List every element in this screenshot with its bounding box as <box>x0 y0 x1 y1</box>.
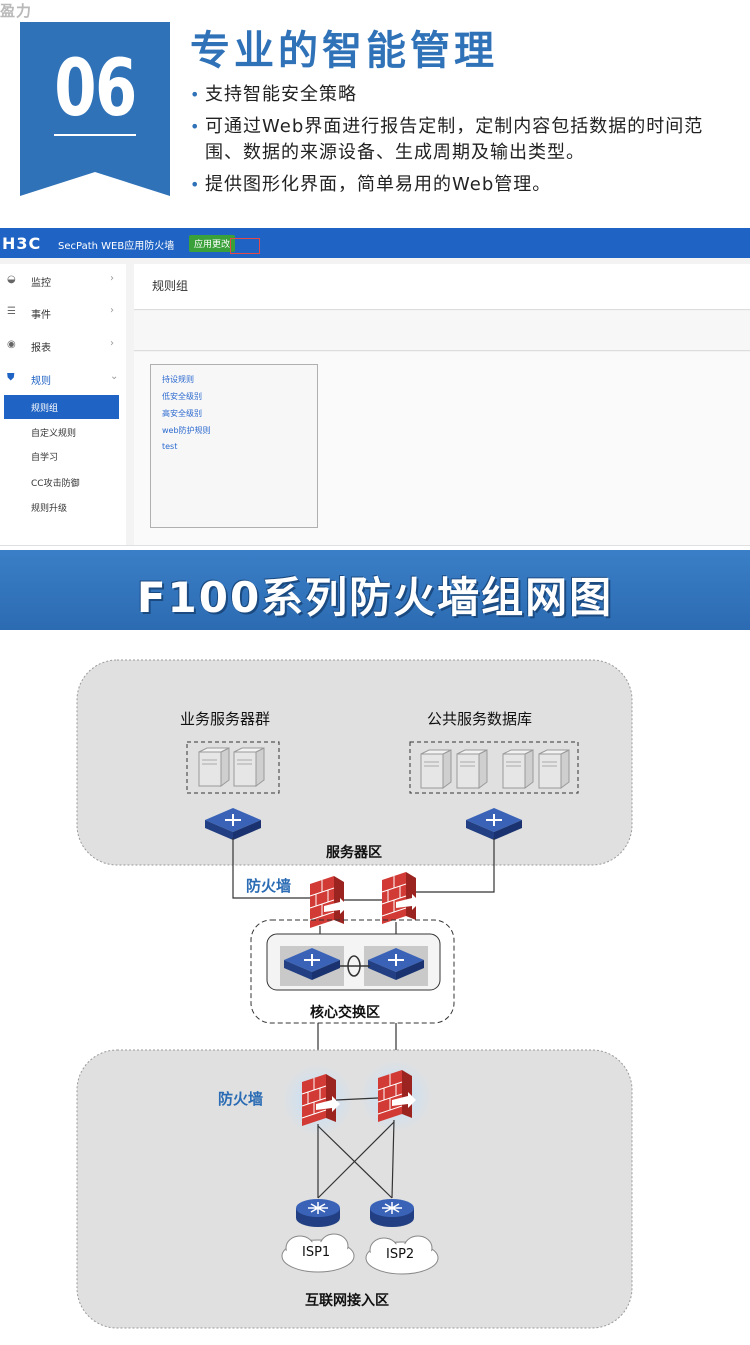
label-server-zone: 服务器区 <box>326 845 382 861</box>
dashboard-icon: ◒ <box>7 274 16 285</box>
sidebar-item-events[interactable]: ☰ 事件 › <box>7 305 114 321</box>
feature-item: 支持智能安全策略 <box>190 82 730 108</box>
label-public-db: 公共服务数据库 <box>427 710 533 728</box>
network-diagram-graphic <box>76 659 633 1329</box>
app-screenshot: H3C SecPath WEB应用防火墙 应用更改 ◒ 监控 › ☰ 事件 › … <box>0 228 750 546</box>
submenu-item-rule-group[interactable]: 规则组 <box>4 395 119 419</box>
app-topbar: H3C SecPath WEB应用防火墙 应用更改 <box>0 228 750 258</box>
product-name: SecPath WEB应用防火墙 <box>58 241 175 252</box>
watermark: 盈力 <box>0 2 33 20</box>
sidebar: ◒ 监控 › ☰ 事件 › ◉ 报表 › ⛊ 规则 ⌄ 规则组 自定义规则 自学… <box>0 264 126 545</box>
feature-list: 支持智能安全策略 可通过Web界面进行报告定制，定制内容包括数据的时间范围、数据… <box>190 82 730 204</box>
chevron-right-icon: › <box>110 273 114 284</box>
chevron-down-icon: ⌄ <box>110 371 119 382</box>
network-diagram: 业务服务器群 公共服务数据库 服务器区 防火墙 核心交换区 防火墙 ISP1 I… <box>0 630 750 1341</box>
sidebar-item-monitor[interactable]: ◒ 监控 › <box>7 273 114 289</box>
content-toolbar <box>134 311 750 351</box>
label-internet-zone: 互联网接入区 <box>305 1293 389 1309</box>
content-title: 规则组 <box>152 279 189 293</box>
rule-link[interactable]: 低安全级别 <box>162 392 202 401</box>
rule-link[interactable]: web防护规则 <box>162 426 211 435</box>
rule-group-list: 持设规则 低安全级别 高安全级别 web防护规则 test <box>150 364 318 528</box>
apply-changes-button[interactable]: 应用更改 <box>189 235 236 252</box>
highlight-box <box>230 238 260 254</box>
sidebar-item-engine[interactable]: 引擎 <box>0 536 126 545</box>
section-number-badge: 06 <box>20 22 170 196</box>
submenu-item-custom-rules[interactable]: 自定义规则 <box>31 429 77 439</box>
sidebar-item-rules[interactable]: ⛊ 规则 ⌄ <box>7 371 119 387</box>
h3c-logo: H3C <box>2 234 42 253</box>
label-firewall-bottom: 防火墙 <box>218 1090 264 1108</box>
rule-link[interactable]: 持设规则 <box>162 375 194 384</box>
chevron-right-icon: › <box>110 305 114 316</box>
label-server-group: 业务服务器群 <box>180 710 271 728</box>
label-core-zone: 核心交换区 <box>310 1005 380 1021</box>
eye-icon: ◉ <box>7 339 16 350</box>
label-firewall-top: 防火墙 <box>246 877 292 895</box>
rule-link[interactable]: test <box>162 442 178 451</box>
section-number: 06 <box>54 44 137 134</box>
rule-link[interactable]: 高安全级别 <box>162 409 202 418</box>
section-banner: F100系列防火墙组网图 <box>0 550 750 630</box>
submenu-item-self-learning[interactable]: 自学习 <box>31 453 59 463</box>
banner-title: F100系列防火墙组网图 <box>136 573 614 622</box>
feature-item: 可通过Web界面进行报告定制，定制内容包括数据的时间范围、数据的来源设备、生成周… <box>190 114 730 166</box>
label-isp1: ISP1 <box>302 1245 331 1260</box>
label-isp2: ISP2 <box>386 1247 415 1262</box>
submenu-item-cc-defense[interactable]: CC攻击防御 <box>31 479 80 489</box>
content-body: 持设规则 低安全级别 高安全级别 web防护规则 test <box>134 352 750 545</box>
feature-item: 提供图形化界面，简单易用的Web管理。 <box>190 172 730 198</box>
chevron-right-icon: › <box>110 338 114 349</box>
sidebar-item-reports[interactable]: ◉ 报表 › <box>7 338 114 354</box>
content-header: 规则组 <box>134 264 750 310</box>
page-title: 专业的智能管理 <box>190 28 498 74</box>
list-icon: ☰ <box>7 306 16 317</box>
shield-icon: ⛊ <box>7 372 15 383</box>
submenu-item-rule-upgrade[interactable]: 规则升级 <box>31 504 68 514</box>
